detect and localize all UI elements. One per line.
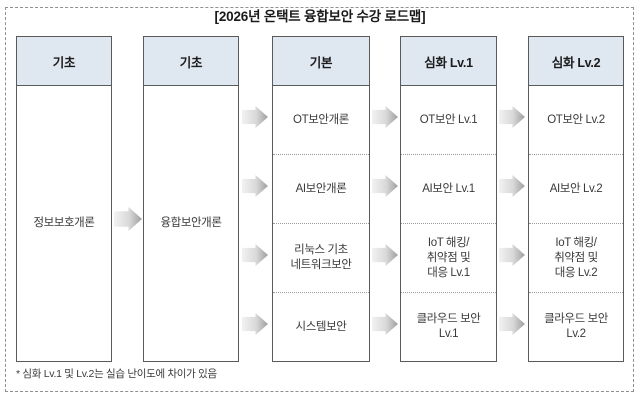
course-cell[interactable]: AI보안 Lv.1 [401, 154, 496, 223]
course-cell[interactable]: OT보안 Lv.2 [529, 86, 623, 154]
course-label: OT보안개론 [293, 113, 349, 126]
course-label: 시스템보안 [295, 320, 347, 333]
course-label: AI보안 Lv.2 [549, 182, 603, 195]
column-header-5: 심화 Lv.2 [529, 37, 623, 86]
course-cell[interactable]: 클라우드 보안 Lv.1 [401, 292, 496, 361]
course-cell[interactable]: AI보안 Lv.2 [529, 154, 623, 223]
course-label: 리눅스 기초 네트워크보안 [290, 244, 352, 271]
course-cell[interactable]: 리눅스 기초 네트워크보안 [273, 223, 369, 292]
course-label: 클라우드 보안 Lv.2 [544, 313, 608, 340]
column-header-2: 기초 [144, 37, 238, 86]
course-label: OT보안 Lv.1 [419, 113, 478, 126]
course-label: AI보안 Lv.1 [422, 182, 475, 195]
course-label: 클라우드 보안 Lv.1 [416, 313, 481, 340]
course-cell[interactable]: OT보안 Lv.1 [401, 86, 496, 154]
column-body-2: 융합보안개론 [144, 86, 238, 361]
course-label: IoT 해킹/ 취약점 및 대응 Lv.1 [426, 236, 471, 279]
footnote: * 심화 Lv.1 및 Lv.2는 실습 난이도에 차이가 있음 [16, 368, 217, 380]
course-label: 융합보안개론 [160, 217, 222, 229]
column-header-1: 기초 [17, 37, 111, 86]
column-body-1: 정보보호개론 [17, 86, 111, 361]
dashed-page-frame [5, 7, 634, 392]
course-cell[interactable]: 정보보호개론 [17, 86, 111, 361]
column-header-3: 기본 [273, 37, 369, 86]
course-cell[interactable]: 시스템보안 [273, 292, 369, 361]
course-cell[interactable]: 융합보안개론 [144, 86, 238, 361]
course-cell[interactable]: OT보안개론 [273, 86, 369, 154]
course-cell[interactable]: IoT 해킹/ 취약점 및 대응 Lv.2 [529, 223, 623, 292]
course-cell[interactable]: IoT 해킹/ 취약점 및 대응 Lv.1 [401, 223, 496, 292]
course-label: 정보보호개론 [33, 217, 95, 229]
column-header-4: 심화 Lv.1 [401, 37, 496, 86]
course-label: OT보안 Lv.2 [547, 113, 605, 126]
course-label: AI보안개론 [295, 182, 347, 195]
course-label: IoT 해킹/ 취약점 및 대응 Lv.2 [554, 236, 598, 279]
course-cell[interactable]: AI보안개론 [273, 154, 369, 223]
course-cell[interactable]: 클라우드 보안 Lv.2 [529, 292, 623, 361]
